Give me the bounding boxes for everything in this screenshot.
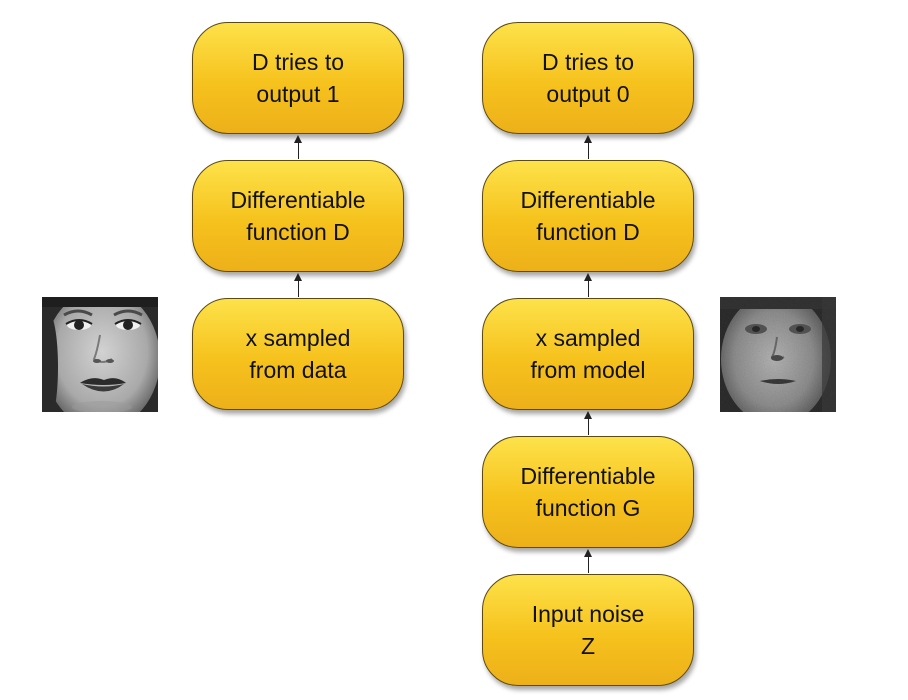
- node-label: Differentiable function D: [230, 187, 366, 245]
- arrow-up: [292, 273, 304, 297]
- node-differentiable-function-g: Differentiable function G: [482, 436, 694, 548]
- node-input-noise-z: Input noise Z: [482, 574, 694, 686]
- arrow-up: [292, 135, 304, 159]
- arrow-up: [582, 411, 594, 435]
- node-d-output-1: D tries to output 1: [192, 22, 404, 134]
- node-label: Differentiable function G: [520, 463, 656, 521]
- node-label: x sampled from data: [245, 325, 351, 383]
- node-label: Input noise Z: [531, 601, 645, 659]
- node-differentiable-function-d-right: Differentiable function D: [482, 160, 694, 272]
- arrow-up: [582, 549, 594, 573]
- real-face-image: [42, 297, 158, 412]
- node-label: D tries to output 0: [541, 49, 635, 107]
- node-d-output-0: D tries to output 0: [482, 22, 694, 134]
- arrow-up: [582, 135, 594, 159]
- node-differentiable-function-d-left: Differentiable function D: [192, 160, 404, 272]
- generated-face-image: [720, 297, 836, 412]
- arrow-up: [582, 273, 594, 297]
- node-label: Differentiable function D: [520, 187, 656, 245]
- node-x-sampled-from-model: x sampled from model: [482, 298, 694, 410]
- node-x-sampled-from-data: x sampled from data: [192, 298, 404, 410]
- node-label: D tries to output 1: [251, 49, 345, 107]
- node-label: x sampled from model: [530, 325, 646, 383]
